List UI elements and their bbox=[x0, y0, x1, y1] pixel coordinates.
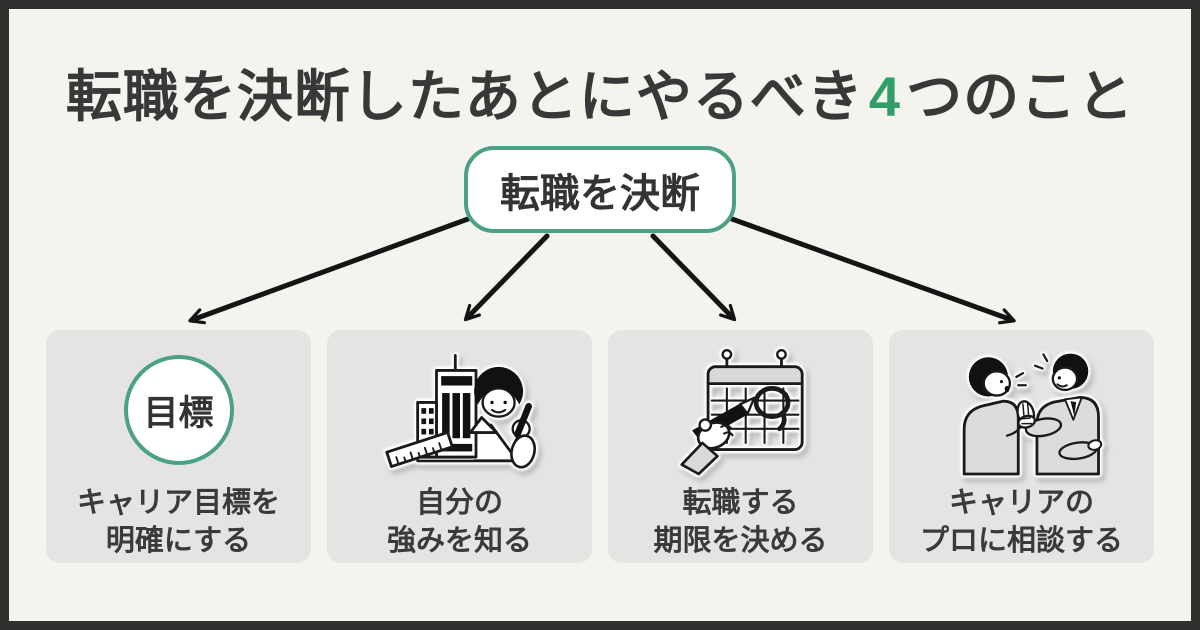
card-set-deadline: 転職する 期限を決める bbox=[608, 330, 873, 563]
card-2-icon-box bbox=[380, 340, 540, 480]
root-node-decision: 転職を決断 bbox=[464, 146, 736, 233]
card-4-label: キャリアの プロに相談する bbox=[919, 487, 1123, 558]
title-suffix: つのこと bbox=[906, 65, 1135, 128]
self-strengths-illustration-icon bbox=[384, 354, 536, 469]
page-title: 転職を決断したあとにやるべき4つのこと bbox=[0, 52, 1200, 133]
title-prefix: 転職を決断したあとにやるべき bbox=[65, 65, 864, 128]
card-3-label: 転職する 期限を決める bbox=[653, 487, 828, 558]
goal-badge-label: 目標 bbox=[143, 393, 214, 433]
card-1-label: キャリア目標を 明確にする bbox=[76, 487, 280, 558]
card-4-icon-box bbox=[938, 340, 1106, 480]
card-2-label: 自分の 強みを知る bbox=[386, 487, 532, 558]
card-consult-pro: キャリアの プロに相談する bbox=[889, 330, 1154, 563]
arrow-to-card-2 bbox=[463, 233, 550, 322]
title-highlight-number: 4 bbox=[868, 65, 902, 128]
career-pro-consult-illustration-icon bbox=[962, 352, 1102, 475]
deadline-calendar-illustration-icon bbox=[679, 349, 804, 476]
arrow-to-card-4 bbox=[729, 216, 1016, 325]
card-know-strengths: 自分の 強みを知る bbox=[327, 330, 592, 563]
arrow-to-card-3 bbox=[650, 233, 737, 322]
arrow-to-card-1 bbox=[188, 216, 471, 325]
card-career-goal: 目標 キャリア目標を 明確にする bbox=[46, 330, 311, 563]
root-node-label: 転職を決断 bbox=[500, 171, 700, 216]
card-1-icon-box: 目標 bbox=[123, 340, 234, 480]
action-cards-row: 目標 キャリア目標を 明確にする bbox=[46, 330, 1154, 563]
goal-badge-icon: 目標 bbox=[123, 355, 234, 465]
card-3-icon-box bbox=[661, 340, 821, 480]
